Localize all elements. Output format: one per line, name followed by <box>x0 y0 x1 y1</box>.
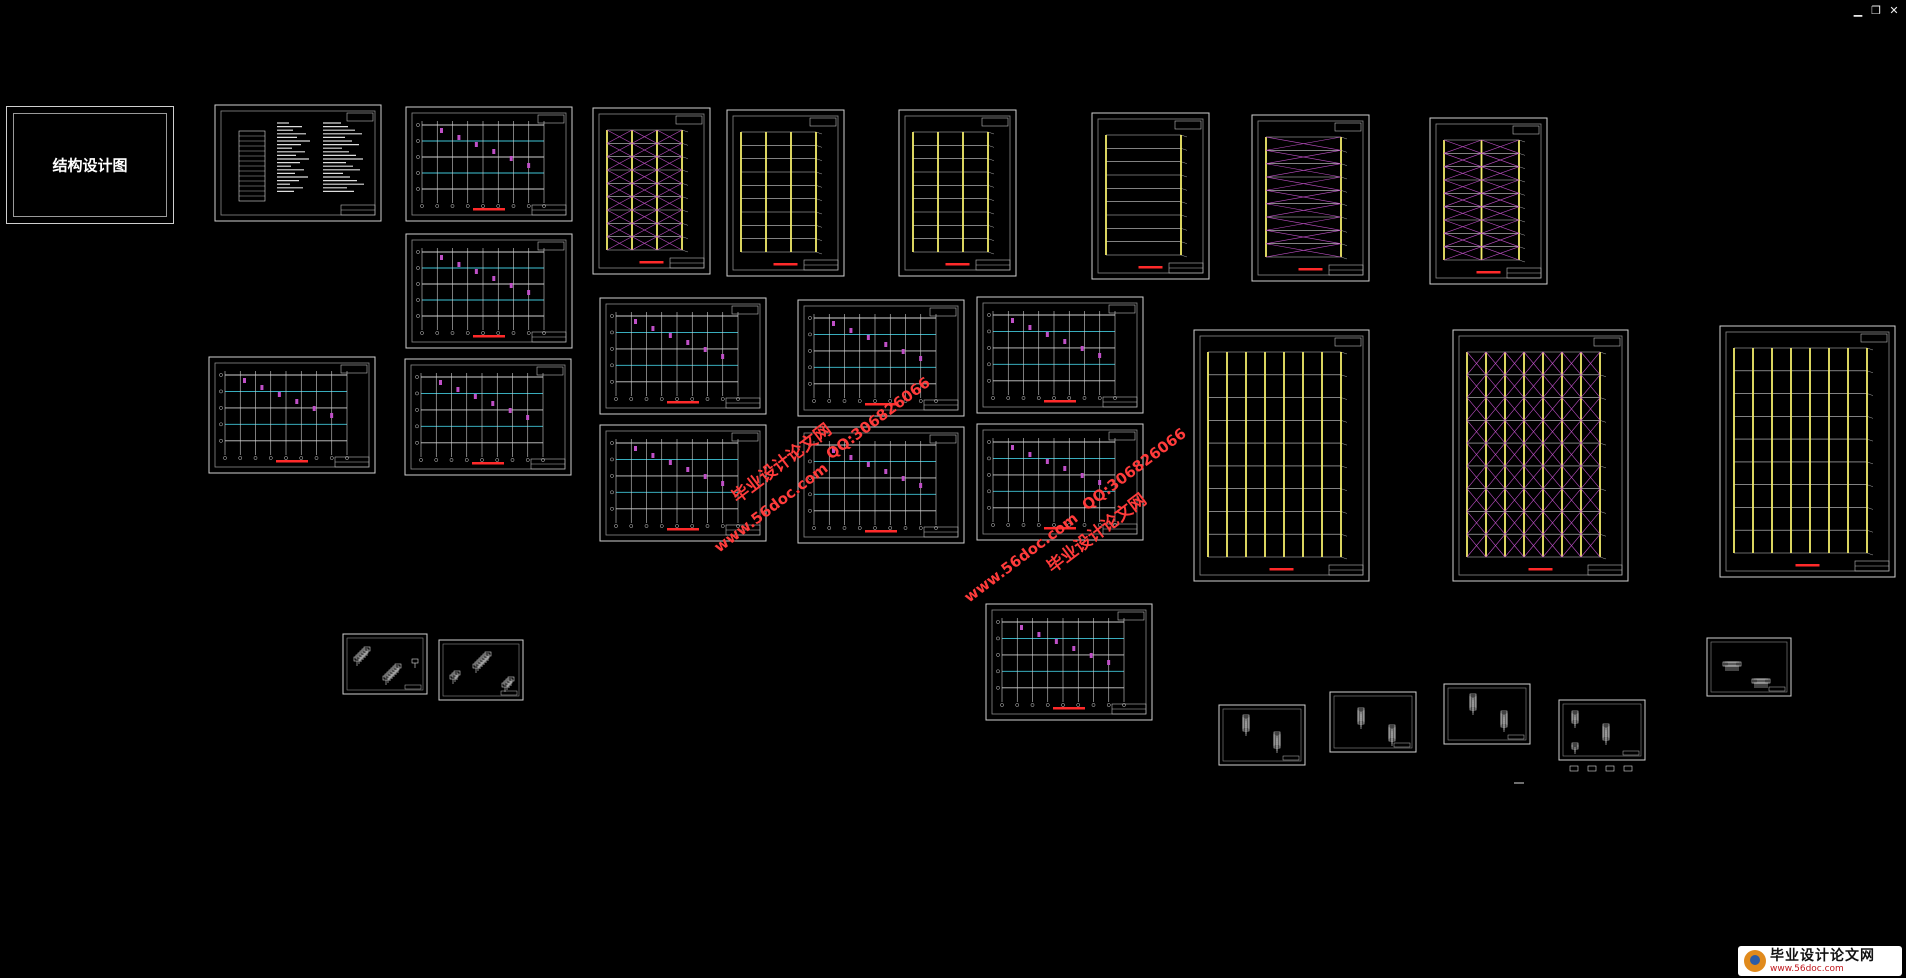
cover-sheet-title: 结构设计图 <box>52 156 128 175</box>
sheet-plan-7[interactable] <box>976 296 1144 414</box>
sheet-elevation-5[interactable] <box>1251 114 1370 282</box>
sheet-plan-9[interactable] <box>797 426 965 544</box>
sheet-elevation-3[interactable] <box>898 109 1017 277</box>
sheet-plan-3[interactable] <box>208 356 376 474</box>
sheet-detail-5[interactable] <box>1443 683 1531 745</box>
sheet-elevation-1[interactable] <box>592 107 711 275</box>
minimize-button[interactable]: ▁ <box>1853 4 1863 17</box>
sheet-elevation-8[interactable] <box>1452 329 1629 582</box>
sheet-elevation-7[interactable] <box>1193 329 1370 582</box>
sheet-elevation-9[interactable] <box>1719 325 1896 578</box>
sheet-detail-table[interactable] <box>1706 637 1792 697</box>
logo-name: 毕业设计论文网 <box>1770 947 1875 964</box>
sheet-plan-8[interactable] <box>599 424 767 542</box>
sheet-elevation-4[interactable] <box>1091 112 1210 280</box>
sheet-plan-10[interactable] <box>976 423 1144 541</box>
sheet-elevation-2[interactable] <box>726 109 845 277</box>
sheet-elevation-6[interactable] <box>1429 117 1548 285</box>
close-button[interactable]: ✕ <box>1889 4 1899 17</box>
sheet-detail-4[interactable] <box>1329 691 1417 753</box>
sheet-plan-4[interactable] <box>404 358 572 476</box>
sheet-plan-6[interactable] <box>797 299 965 417</box>
sheet-design-notes[interactable] <box>214 104 382 222</box>
sheet-detail-2[interactable] <box>438 639 524 701</box>
loose-detail-linework <box>1514 765 1633 784</box>
sheet-plan-2[interactable] <box>405 233 573 349</box>
sheet-detail-3[interactable] <box>1218 704 1306 766</box>
sheet-plan-5[interactable] <box>599 297 767 415</box>
sheet-foundation-plan[interactable] <box>985 603 1153 721</box>
logo-text: 毕业设计论文网 www.56doc.com <box>1770 949 1875 974</box>
site-logo: 毕业设计论文网 www.56doc.com <box>1738 946 1902 976</box>
logo-icon <box>1744 950 1766 972</box>
logo-url: www.56doc.com <box>1770 963 1844 974</box>
cover-sheet[interactable]: 结构设计图 <box>6 106 174 224</box>
sheet-plan-1[interactable] <box>405 106 573 222</box>
sheet-detail-6[interactable] <box>1558 699 1646 761</box>
restore-button[interactable]: ❐ <box>1871 4 1881 17</box>
sheet-detail-1[interactable] <box>342 633 428 695</box>
